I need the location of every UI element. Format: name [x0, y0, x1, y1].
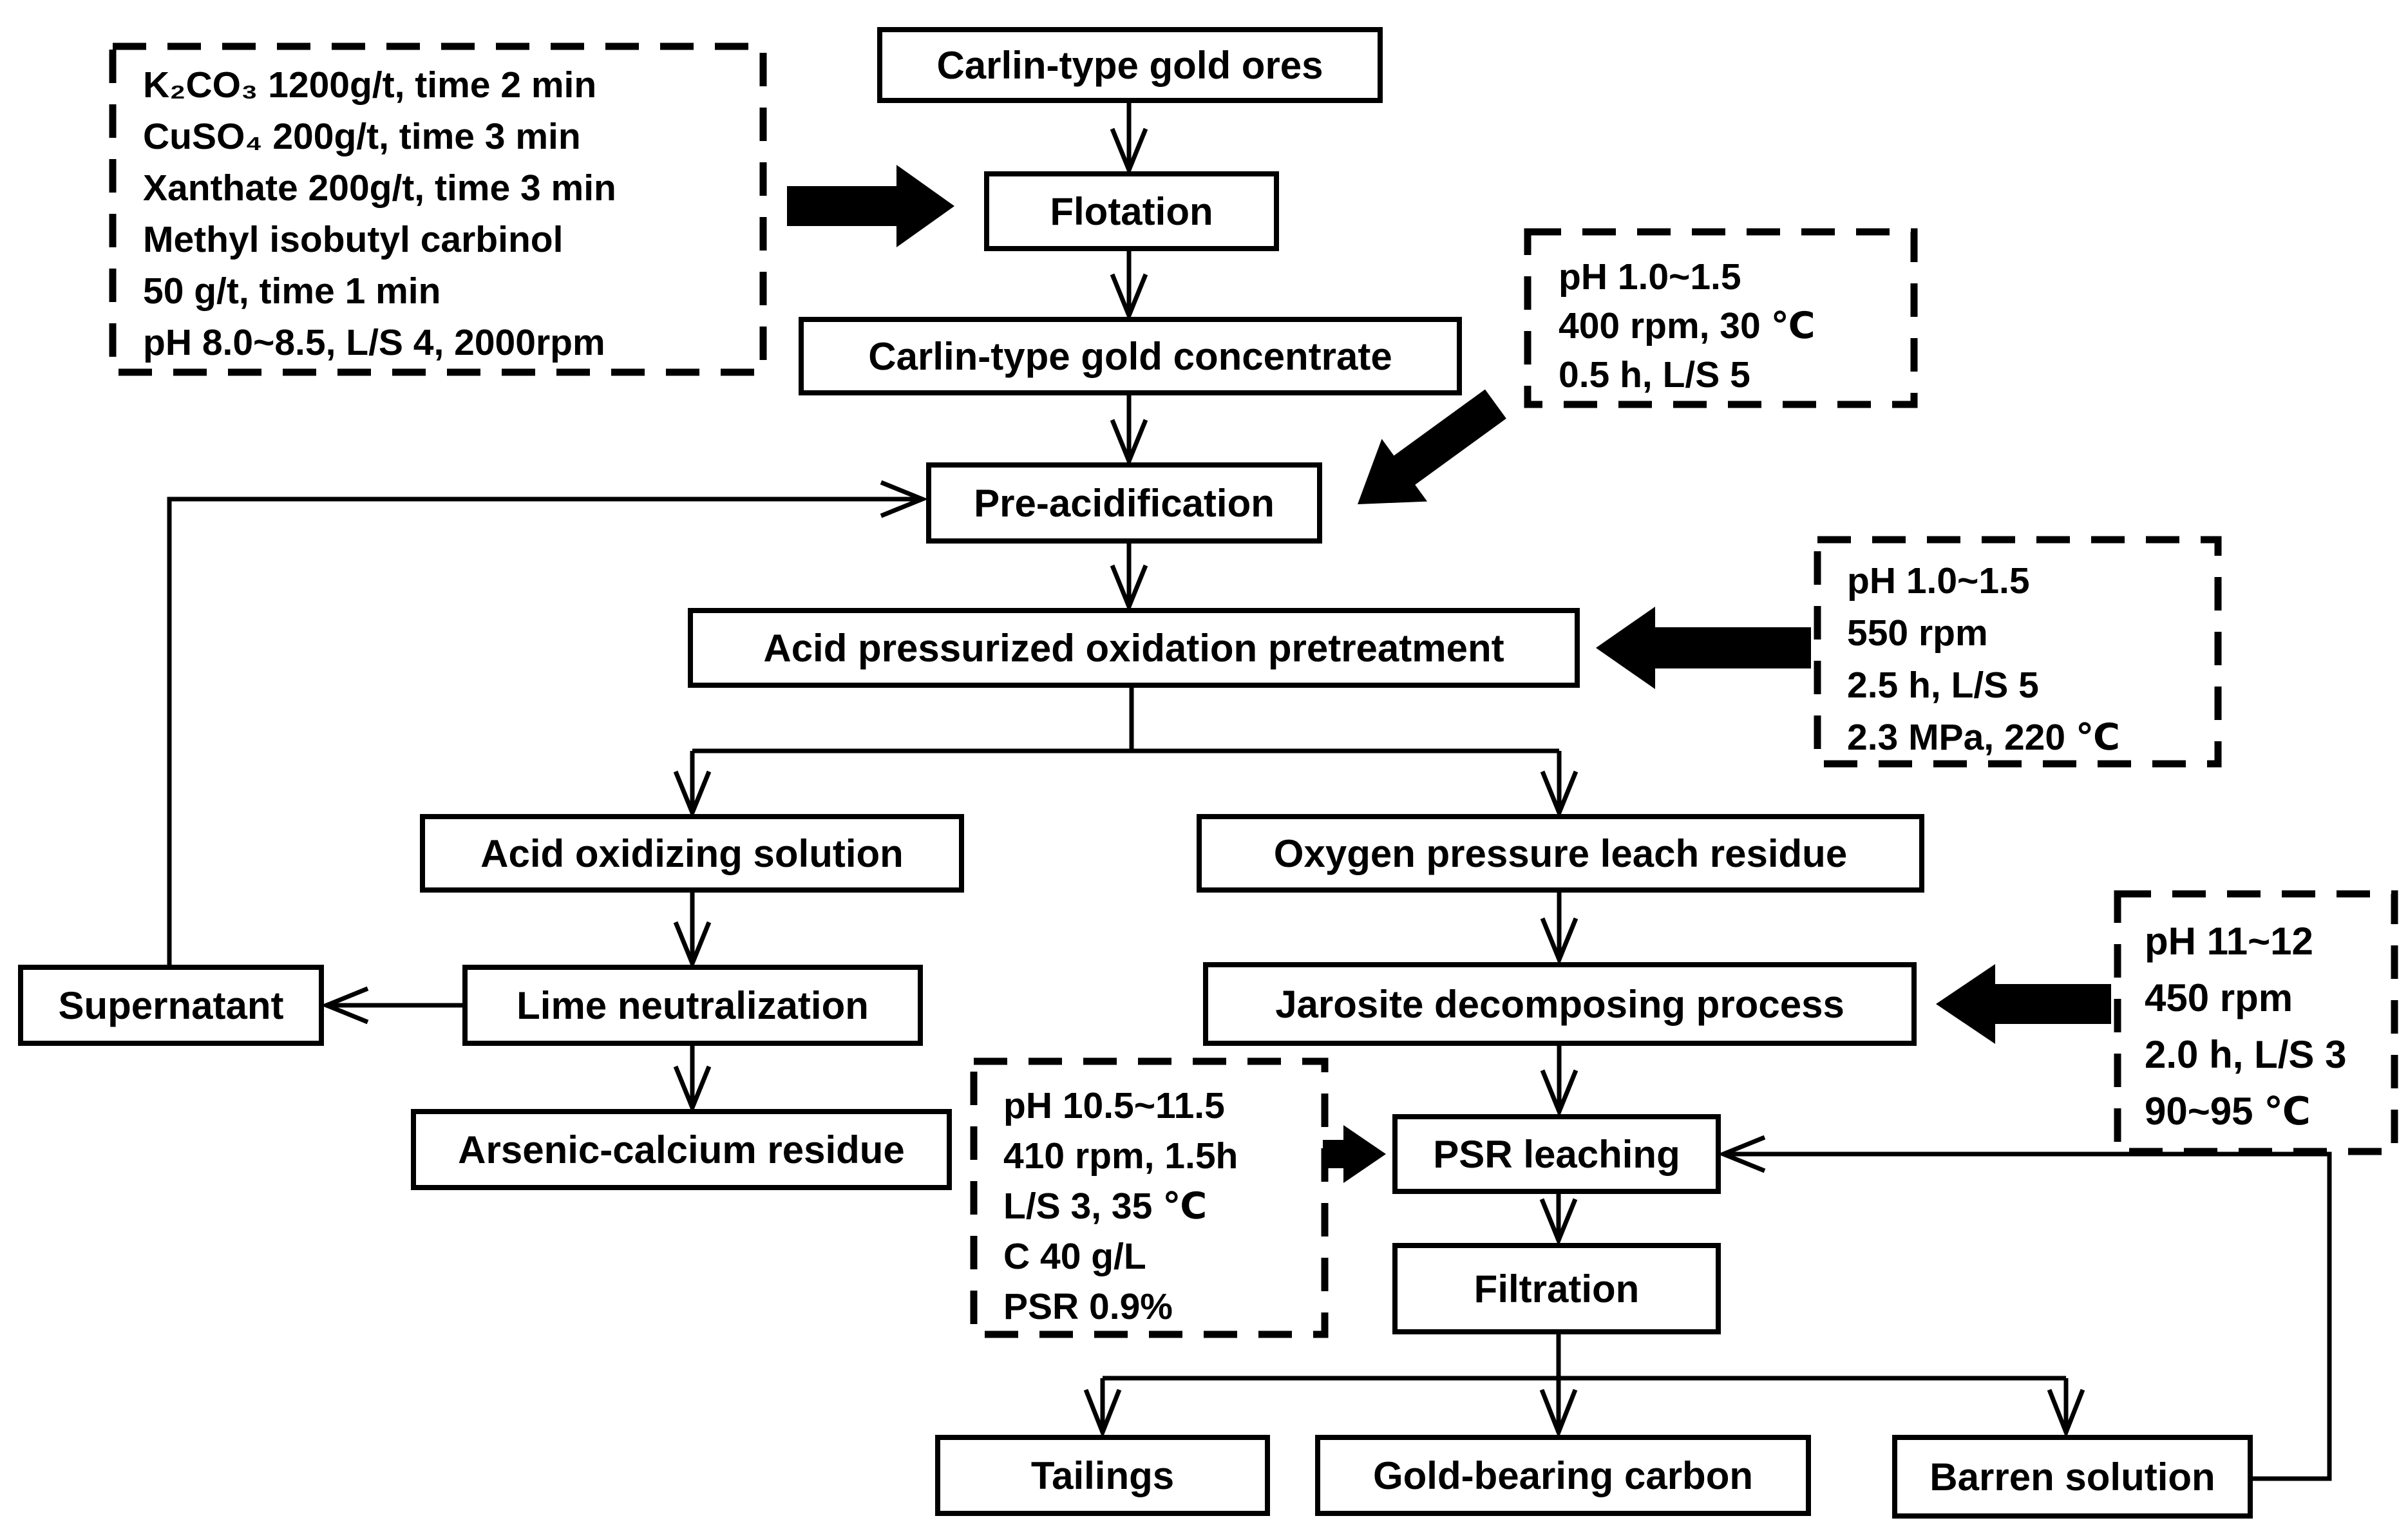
- params-line: 2.0 h, L/S 3: [2145, 1033, 2347, 1076]
- connector-leach-residue-to-jarosite: [1540, 893, 1578, 966]
- connector-concentrate-to-preacidification: [1110, 395, 1148, 468]
- params-line: K₂CO₃ 1200g/t, time 2 min: [143, 64, 597, 106]
- box-acid-oxidizing-solution: Acid oxidizing solution: [420, 814, 964, 893]
- box-label: Carlin-type gold concentrate: [868, 334, 1392, 378]
- box-psr-leaching: PSR leaching: [1392, 1114, 1721, 1194]
- box-pre-acidification: Pre-acidification: [926, 462, 1322, 544]
- flotation-params-text: K₂CO₃ 1200g/t, time 2 min CuSO₄ 200g/t, …: [143, 59, 616, 368]
- psr-params-outline: [970, 1057, 1329, 1338]
- box-label: Pre-acidification: [974, 481, 1275, 525]
- box-supernatant: Supernatant: [18, 965, 324, 1046]
- connector-jarosite-to-psr: [1540, 1046, 1578, 1118]
- oxidation-params-text: pH 1.0~1.5 550 rpm 2.5 h, L/S 5 2.3 MPa,…: [1847, 555, 2120, 764]
- block-arrow-flotation-params: [787, 165, 954, 247]
- block-arrow-preacidification-params: [1358, 389, 1506, 504]
- box-gold-bearing-carbon: Gold-bearing carbon: [1315, 1435, 1811, 1516]
- params-line: CuSO₄ 200g/t, time 3 min: [143, 116, 581, 157]
- box-flotation: Flotation: [984, 171, 1279, 251]
- params-line: L/S 3, 35 ℃: [1003, 1186, 1208, 1227]
- box-lime-neutralization: Lime neutralization: [462, 965, 923, 1046]
- params-line: pH 10.5~11.5: [1003, 1085, 1225, 1126]
- params-line: 550 rpm: [1847, 612, 1988, 654]
- connector-ores-to-flotation: [1110, 103, 1148, 176]
- block-arrow-jarosite-params: [1936, 964, 2111, 1044]
- params-line: 90~95 ℃: [2145, 1090, 2311, 1133]
- params-line: Methyl isobutyl carbinol: [143, 219, 564, 260]
- box-label: Filtration: [1474, 1267, 1640, 1311]
- box-acid-pressurized-oxidation-pretreatment: Acid pressurized oxidation pretreatment: [688, 608, 1580, 688]
- box-label: Lime neutralization: [517, 983, 869, 1027]
- psr-params-text: pH 10.5~11.5 410 rpm, 1.5h L/S 3, 35 ℃ C…: [1003, 1081, 1238, 1332]
- box-barren-solution: Barren solution: [1892, 1435, 2253, 1519]
- connector-oxidation-split: [673, 688, 1578, 819]
- params-line: C 40 g/L: [1003, 1236, 1146, 1277]
- box-label: Acid pressurized oxidation pretreatment: [763, 626, 1504, 670]
- params-line: 410 rpm, 1.5h: [1003, 1135, 1238, 1177]
- feedback-supernatant-to-preacidification: [167, 480, 929, 965]
- box-label: Jarosite decomposing process: [1275, 982, 1844, 1026]
- preacidification-params-outline: [1524, 228, 1918, 408]
- box-carlin-type-gold-ores: Carlin-type gold ores: [877, 27, 1383, 103]
- params-line: 0.5 h, L/S 5: [1559, 354, 1750, 395]
- box-label: Barren solution: [1929, 1455, 2215, 1499]
- params-line: pH 1.0~1.5: [1559, 256, 1741, 298]
- box-jarosite-decomposing-process: Jarosite decomposing process: [1203, 962, 1917, 1046]
- params-outlines: [109, 43, 2398, 1338]
- box-arsenic-calcium-residue: Arsenic-calcium residue: [411, 1109, 952, 1190]
- box-label: Arsenic-calcium residue: [458, 1128, 905, 1171]
- box-label: Flotation: [1050, 189, 1213, 233]
- block-arrows: [787, 165, 2111, 1183]
- jarosite-params-outline: [2114, 890, 2398, 1155]
- params-line: 400 rpm, 30 ℃: [1559, 305, 1815, 346]
- connector-lime-to-arsenic: [673, 1046, 712, 1114]
- params-line: 2.3 MPa, 220 ℃: [1847, 717, 2120, 758]
- connector-preacidification-to-oxidation: [1110, 544, 1148, 613]
- box-tailings: Tailings: [935, 1435, 1270, 1516]
- preacidification-params-text: pH 1.0~1.5 400 rpm, 30 ℃ 0.5 h, L/S 5: [1559, 252, 1815, 399]
- connector-flotation-to-concentrate: [1110, 251, 1148, 322]
- oxidation-params-outline: [1814, 536, 2222, 768]
- params-line: 2.5 h, L/S 5: [1847, 665, 2039, 706]
- box-label: PSR leaching: [1433, 1132, 1680, 1176]
- params-line: PSR 0.9%: [1003, 1286, 1173, 1327]
- box-label: Acid oxidizing solution: [480, 831, 904, 875]
- params-line: pH 1.0~1.5: [1847, 560, 2030, 601]
- box-label: Supernatant: [58, 983, 284, 1027]
- box-carlin-type-gold-concentrate: Carlin-type gold concentrate: [799, 317, 1462, 395]
- params-line: pH 11~12: [2145, 920, 2313, 963]
- connector-lime-to-supernatant: [320, 986, 462, 1025]
- params-line: Xanthate 200g/t, time 3 min: [143, 167, 616, 209]
- params-line: 50 g/t, time 1 min: [143, 270, 441, 312]
- block-arrow-oxidation-params: [1596, 607, 1811, 689]
- box-label: Oxygen pressure leach residue: [1273, 831, 1848, 875]
- feedback-barren-to-psr: [1717, 1135, 2332, 1481]
- box-oxygen-pressure-leach-residue: Oxygen pressure leach residue: [1197, 814, 1924, 893]
- params-line: 450 rpm: [2145, 976, 2293, 1019]
- box-label: Gold-bearing carbon: [1372, 1454, 1754, 1497]
- box-label: Carlin-type gold ores: [936, 43, 1323, 87]
- jarosite-params-text: pH 11~12 450 rpm 2.0 h, L/S 3 90~95 ℃: [2145, 913, 2346, 1140]
- connector-filtration-split: [1083, 1334, 2085, 1439]
- box-label: Tailings: [1030, 1454, 1175, 1497]
- connector-acid-oxidizing-to-lime: [673, 893, 712, 970]
- connector-psr-to-filtration: [1539, 1194, 1578, 1247]
- block-arrow-psr-params: [1323, 1125, 1386, 1183]
- box-filtration: Filtration: [1392, 1243, 1721, 1334]
- params-line: pH 8.0~8.5, L/S 4, 2000rpm: [143, 322, 605, 363]
